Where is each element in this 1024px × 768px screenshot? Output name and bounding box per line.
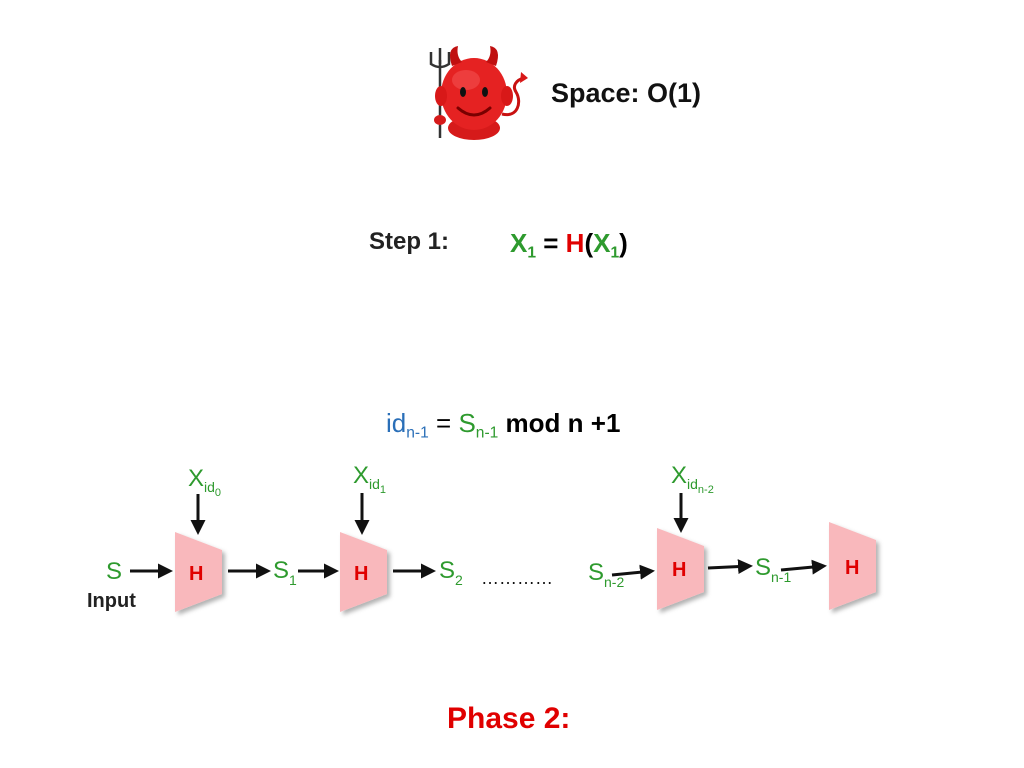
id-mod-text: mod n +1	[498, 408, 621, 438]
input-x-0: Xid0	[188, 465, 221, 499]
step-close-paren: )	[619, 228, 628, 258]
id-var: id	[386, 408, 407, 438]
state-s-n-2: Sn-2	[588, 559, 624, 590]
step-x-left-sub: 1	[527, 244, 537, 262]
step-x-right: X	[593, 228, 611, 258]
step-formula: X1 = H(X1)	[510, 228, 628, 262]
step-h: H	[565, 228, 585, 258]
state-s2: S2	[439, 557, 463, 588]
hash-block-4	[829, 522, 876, 610]
hash-block-3-label: H	[672, 559, 686, 581]
id-equals: =	[428, 408, 459, 438]
phase-label: Phase 2:	[447, 702, 571, 735]
hash-block-3	[657, 528, 704, 610]
arrow-s-n-1	[707, 559, 753, 575]
hash-block-4-label: H	[845, 557, 859, 579]
state-s1: S1	[273, 557, 297, 588]
id-var-sub: n-1	[406, 424, 429, 442]
step-label: Step 1:	[369, 228, 450, 255]
hash-block-2-label: H	[354, 563, 368, 585]
ellipsis-dots: …………	[481, 568, 553, 588]
input-s: S	[106, 558, 122, 585]
state-s-n-1: Sn-1	[755, 554, 791, 585]
hash-block-2	[340, 532, 387, 612]
hash-chain-diagram: S Input H Xid0 S1 H Xid1 S2 ………… Sn-2 H …	[87, 462, 876, 612]
id-s-sub: n-1	[475, 424, 499, 442]
id-s-var: S	[458, 408, 476, 438]
hash-block-1	[175, 532, 222, 612]
step-x-left: X	[510, 228, 528, 258]
arrow-s-n-2	[611, 564, 655, 580]
step-equals: =	[536, 228, 566, 258]
step-x-right-sub: 1	[610, 244, 620, 262]
hash-block-1-label: H	[189, 563, 203, 585]
id-formula: idn-1 = Sn-1 mod n +1	[386, 408, 621, 442]
input-x-n-2: Xidn-2	[671, 462, 714, 496]
space-complexity-label: Space: O(1)	[551, 78, 702, 108]
input-x-1: Xid1	[353, 462, 386, 496]
devil-icon	[429, 46, 528, 140]
input-caption: Input	[87, 590, 136, 612]
step-open-paren: (	[584, 228, 594, 258]
arrow-s-n-1-to-block-4	[780, 559, 827, 575]
